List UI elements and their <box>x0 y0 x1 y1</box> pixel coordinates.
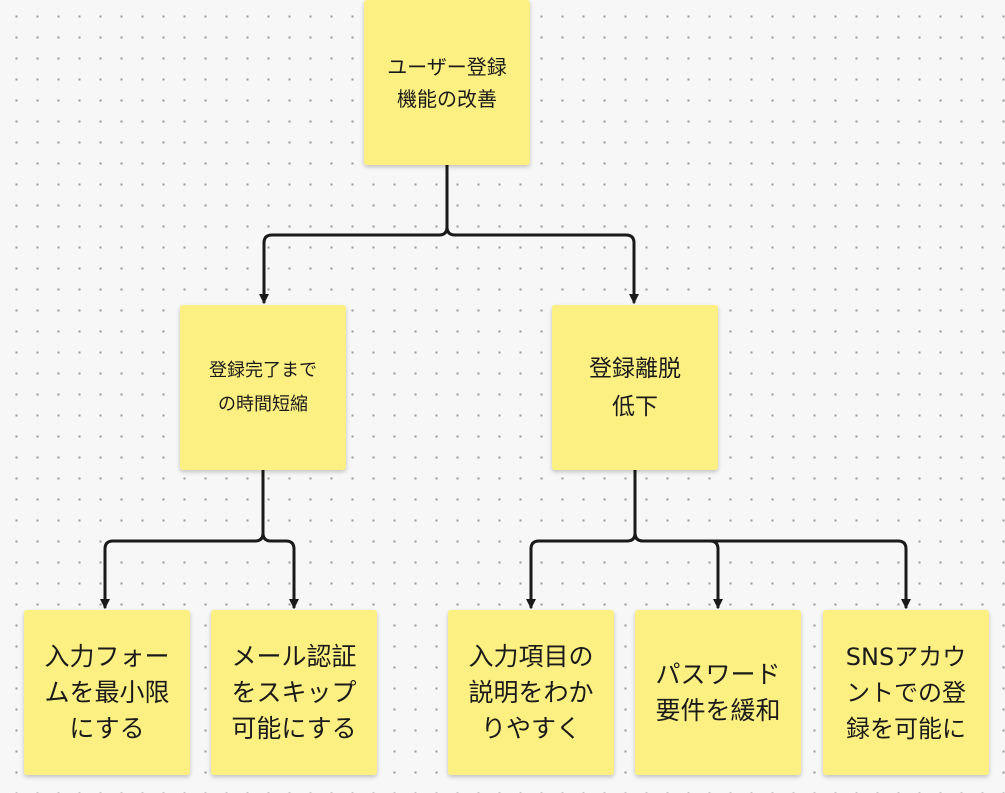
sticky-note-clear-field-desc[interactable]: 入力項目の 説明をわか りやすく <box>448 610 614 775</box>
connector-shorten-time-to-skip-email-auth[interactable] <box>261 468 299 609</box>
connector-shorten-time-to-minimize-form[interactable] <box>100 468 265 609</box>
sticky-note-reduce-dropoff[interactable]: 登録離脱 低下 <box>552 305 718 470</box>
sticky-note-relax-password[interactable]: パスワード 要件を緩和 <box>635 610 801 775</box>
sticky-note-minimize-form-text: 入力フォー ムを最小限 にする <box>44 641 170 743</box>
sticky-note-shorten-time-text: 登録完了まで の時間短縮 <box>209 359 317 415</box>
sticky-note-sns-signup-text: SNSアカウ ントでの登 録を可能に <box>845 642 967 743</box>
sticky-note-clear-field-desc-text: 入力項目の 説明をわか りやすく <box>468 641 594 743</box>
connector-root-to-shorten-time[interactable] <box>259 163 449 304</box>
sticky-note-root-text: ユーザー登録 機能の改善 <box>387 54 507 111</box>
sticky-note-sns-signup[interactable]: SNSアカウ ントでの登 録を可能に <box>823 610 989 775</box>
sticky-note-root[interactable]: ユーザー登録 機能の改善 <box>364 0 530 165</box>
connector-reduce-dropoff-to-relax-password[interactable] <box>633 468 723 609</box>
sticky-note-reduce-dropoff-text: 登録離脱 低下 <box>589 355 681 420</box>
sticky-note-skip-email-auth-text: メール認証 をスキップ 可能にする <box>231 641 357 743</box>
sticky-note-skip-email-auth[interactable]: メール認証 をスキップ 可能にする <box>211 610 377 775</box>
connector-root-to-reduce-dropoff[interactable] <box>445 163 639 304</box>
connector-reduce-dropoff-to-clear-field-desc[interactable] <box>526 468 637 609</box>
sticky-note-minimize-form[interactable]: 入力フォー ムを最小限 にする <box>24 610 190 775</box>
connector-reduce-dropoff-to-sns-signup[interactable] <box>633 468 911 609</box>
sticky-note-shorten-time[interactable]: 登録完了まで の時間短縮 <box>180 305 346 470</box>
sticky-note-relax-password-text: パスワード 要件を緩和 <box>655 659 781 725</box>
